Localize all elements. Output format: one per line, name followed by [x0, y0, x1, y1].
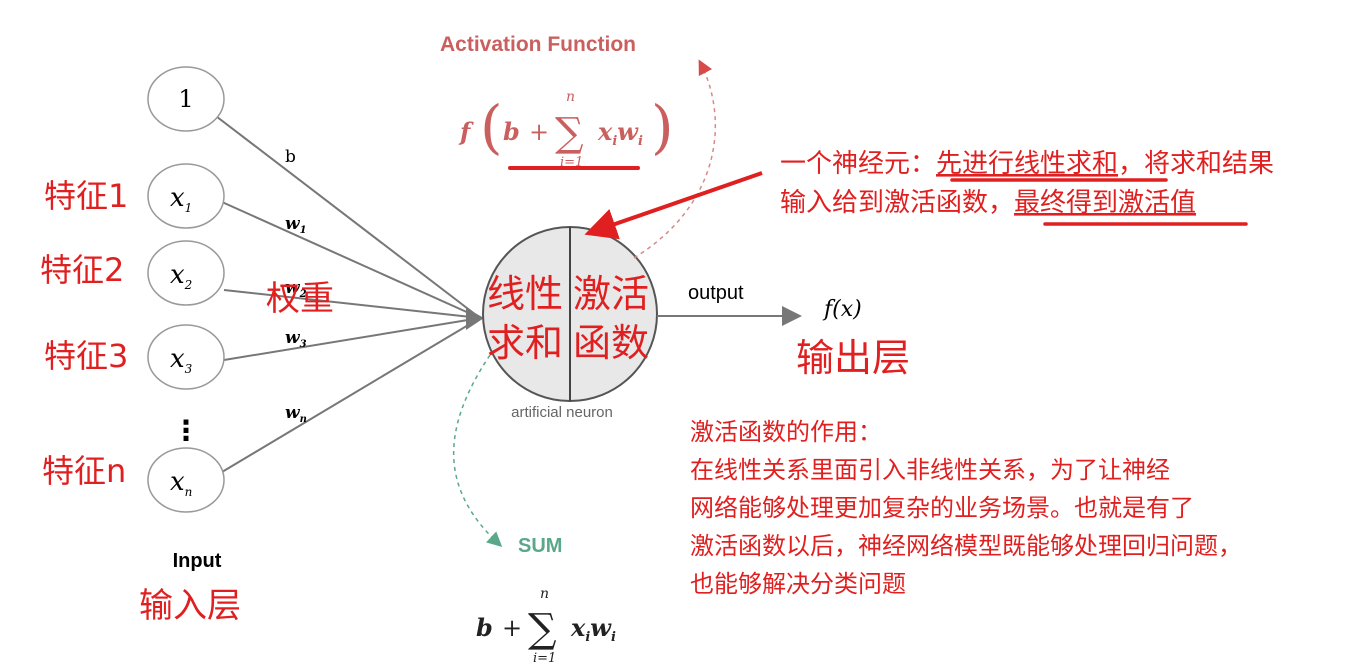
sum-term: xiwi [570, 613, 616, 645]
input-node-x3 [147, 324, 225, 390]
weight-labels: b w1 w2 w3 wn [285, 147, 307, 425]
input-label: Input [173, 550, 222, 572]
input-node-x1 [147, 163, 225, 229]
annotation-text: 一个神经元：先进行线性求和，将求和结果 输入给到激活函数，最终得到激活值 [780, 149, 1274, 218]
input-nodes [147, 66, 225, 513]
ellipsis: ⋮ [172, 414, 200, 447]
explanation-line-4: 激活函数以后，神经网络模型既能够处理回归问题， [690, 532, 1242, 560]
neuron-cn-labels: 线性 求和 激活 函数 [487, 272, 649, 365]
bias-weight-label: b [285, 147, 296, 167]
x3-connection [223, 317, 481, 361]
sum-plus: + [502, 614, 522, 642]
explanation-line-2: 在线性关系里面引入非线性关系，为了让神经 [690, 456, 1170, 484]
neuron-caption: artificial neuron [511, 404, 613, 421]
sum-formula: b + ∑ n i=1 xiwi [476, 586, 616, 666]
wn-label: wn [285, 403, 307, 425]
activation-sigma: ∑ [555, 110, 584, 156]
activation-upper: n [566, 89, 575, 105]
feature-3-label: 特征3 [44, 337, 128, 375]
xn-connection [221, 317, 481, 473]
neuron-right-line1: 激活 [573, 272, 649, 316]
w3-label: w3 [285, 328, 307, 350]
neuron [482, 226, 658, 402]
annotation-arrow [584, 171, 763, 240]
x2-label: x2 [170, 260, 192, 292]
feature-2-label: 特征2 [40, 251, 124, 289]
bias-node [147, 66, 225, 132]
connection-lines [207, 109, 481, 473]
feature-labels: 特征1 特征2 特征3 特征n [40, 177, 128, 490]
w2-label: w2 [285, 278, 307, 300]
activation-formula: f ( b + ∑ n i=1 xiwi ) [458, 89, 674, 170]
bias-node-label: 1 [178, 85, 193, 113]
output-layer-cn-label: 输出层 [796, 336, 910, 380]
neuron-left-line1: 线性 [487, 272, 563, 316]
feature-n-label: 特征n [42, 452, 126, 490]
input-var-labels: x1 x2 x3 xn [170, 183, 193, 499]
activation-dashed-curve [633, 59, 717, 259]
activation-plus: + [529, 118, 549, 146]
sum-b: b [476, 613, 493, 642]
w1-label: w1 [285, 214, 307, 236]
explanation-line-1: 激活函数的作用： [690, 418, 882, 446]
explanation-text: 激活函数的作用： 在线性关系里面引入非线性关系，为了让神经 网络能够处理更加复杂… [690, 418, 1242, 598]
explanation-line-3: 网络能够处理更加复杂的业务场景。也就是有了 [690, 494, 1194, 522]
input-node-xn [147, 447, 225, 513]
annotation-line2: 输入给到激活函数，最终得到激活值 [780, 188, 1196, 218]
activation-b: b [503, 117, 520, 146]
output-label: output [688, 282, 744, 304]
x1-connection [221, 201, 481, 319]
annotation-line1: 一个神经元：先进行线性求和，将求和结果 [780, 149, 1274, 179]
explanation-line-5: 也能够解决分类问题 [690, 570, 906, 598]
sum-dashed-curve [453, 354, 503, 548]
sum-upper: n [540, 586, 549, 602]
activation-term: xiwi [597, 117, 643, 149]
bias-connection [207, 109, 481, 319]
feature-1-label: 特征1 [44, 177, 128, 215]
input-layer-cn-label: 输入层 [139, 586, 241, 626]
weight-cn-label: 权重 [266, 279, 334, 319]
x1-label: x1 [170, 183, 192, 215]
sum-sigma: ∑ [528, 606, 557, 652]
sum-lower: i=1 [533, 651, 556, 666]
activation-f: f [458, 117, 474, 146]
x3-label: x3 [170, 344, 193, 376]
neuron-right-line2: 函数 [573, 321, 649, 365]
neuron-left-line2: 求和 [487, 321, 563, 365]
x2-connection [223, 289, 481, 319]
output-fx: f(x) [822, 297, 862, 322]
activation-close-paren: ) [651, 93, 674, 161]
activation-title: Activation Function [440, 33, 636, 56]
sum-title: SUM [518, 535, 562, 557]
input-arrowhead [466, 308, 484, 330]
activation-open-paren: ( [480, 93, 503, 161]
input-node-x2 [147, 240, 225, 306]
xn-label: xn [170, 467, 192, 499]
